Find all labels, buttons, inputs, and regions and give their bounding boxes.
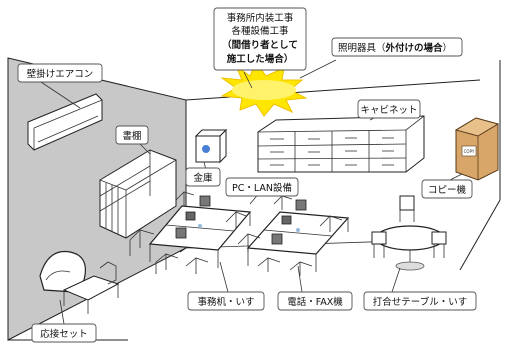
chair-icon bbox=[399, 195, 415, 211]
chair-icon bbox=[289, 261, 313, 276]
copier: COPY bbox=[454, 117, 500, 181]
chair-icon bbox=[175, 191, 195, 206]
chair-icon bbox=[431, 231, 447, 245]
bookshelf bbox=[99, 149, 177, 239]
copier-label: コピー機 bbox=[428, 184, 467, 196]
chair-icon bbox=[237, 233, 261, 252]
pc-monitor-icon bbox=[199, 195, 211, 207]
interior-line-1: 事務所内装工事 bbox=[227, 12, 294, 24]
chair-icon bbox=[129, 229, 155, 256]
label-bookshelf: 書棚 bbox=[115, 125, 149, 145]
desk-group-left bbox=[129, 191, 252, 274]
lighting-label: 照明器具（外付けの場合） bbox=[338, 42, 452, 54]
chair-icon bbox=[371, 231, 387, 245]
chair-icon bbox=[185, 257, 209, 274]
desk-chair-label: 事務机・いす bbox=[197, 296, 254, 308]
chair-icon bbox=[273, 195, 293, 210]
label-copier: コピー機 bbox=[421, 179, 473, 199]
label-lighting: 照明器具（外付けの場合） bbox=[331, 37, 463, 57]
copier-screen-text: COPY bbox=[464, 149, 475, 154]
meeting-table bbox=[371, 195, 447, 271]
sofa-icon bbox=[39, 250, 86, 293]
desk-group-right bbox=[237, 195, 350, 276]
pc-monitor-icon bbox=[271, 233, 283, 245]
air-conditioner bbox=[27, 93, 103, 151]
interior-line-2: 各種設備工事 bbox=[231, 25, 289, 37]
label-desk-chair: 事務机・いす bbox=[187, 291, 265, 311]
chair-icon bbox=[225, 211, 247, 228]
label-safe: 金庫 bbox=[185, 167, 221, 187]
interior-note-1: （間借り者として bbox=[222, 39, 298, 51]
safe-dial-icon bbox=[202, 145, 210, 153]
safe bbox=[194, 128, 228, 164]
label-pc-lan: PC・LAN設備 bbox=[225, 177, 299, 197]
chair-icon bbox=[155, 253, 179, 274]
phone-icon bbox=[198, 224, 202, 228]
bookshelf-label: 書棚 bbox=[122, 130, 141, 142]
cabinets bbox=[257, 115, 425, 173]
pc-monitor-icon bbox=[175, 227, 187, 239]
pc-monitor-icon bbox=[295, 199, 307, 211]
phone-fax-label: 電話・FAX機 bbox=[287, 296, 343, 308]
interior-note-2: 施工した場合） bbox=[227, 53, 294, 65]
reception-set bbox=[39, 250, 120, 314]
label-phone-fax: 電話・FAX機 bbox=[277, 291, 353, 311]
light-glow bbox=[232, 80, 296, 100]
chair-icon bbox=[319, 215, 343, 232]
label-reception: 応接セット bbox=[31, 323, 97, 343]
chair-icon bbox=[99, 261, 117, 285]
chair-icon bbox=[257, 257, 281, 272]
ceiling-light bbox=[220, 60, 308, 117]
pc-lan-label: PC・LAN設備 bbox=[232, 182, 292, 194]
safe-label: 金庫 bbox=[193, 172, 213, 184]
label-cabinet: キャビネット bbox=[357, 99, 421, 119]
label-interior-works: 事務所内装工事 各種設備工事 （間借り者として 施工した場合） bbox=[213, 7, 307, 71]
label-meeting: 打合せテーブル・いす bbox=[363, 291, 477, 311]
meeting-label: 打合せテーブル・いす bbox=[373, 296, 467, 308]
aircon-label: 壁掛けエアコン bbox=[27, 68, 94, 80]
reception-label: 応接セット bbox=[40, 328, 88, 340]
phone-icon bbox=[296, 228, 300, 232]
cabinet-label: キャビネット bbox=[360, 105, 417, 116]
copier-panel bbox=[461, 145, 477, 157]
label-aircon: 壁掛けエアコン bbox=[17, 63, 103, 83]
